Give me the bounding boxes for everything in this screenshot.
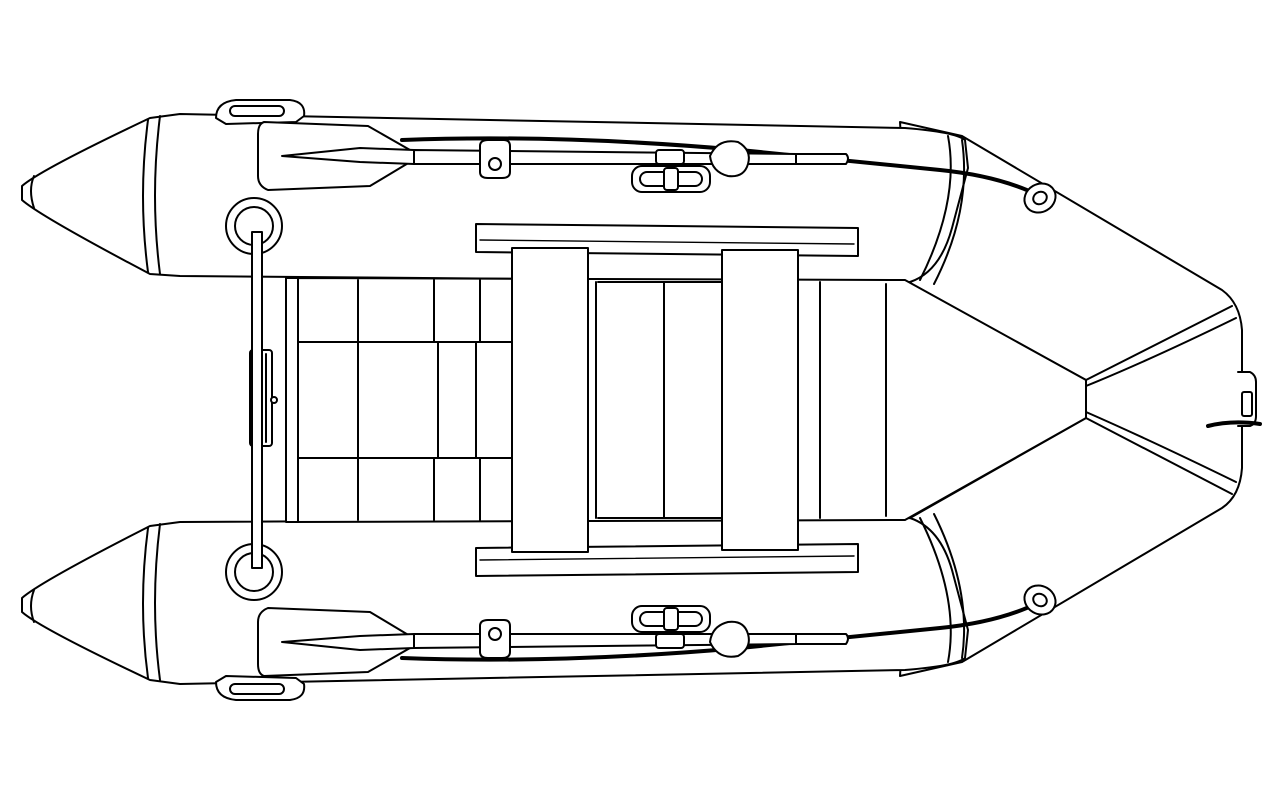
rear-handles — [215, 99, 306, 701]
seat-benches — [511, 247, 799, 553]
lower-oar — [257, 584, 1057, 677]
rear-seat — [511, 247, 589, 553]
seat-rails — [475, 223, 859, 577]
bow-tube — [899, 121, 1262, 677]
front-seat — [721, 249, 799, 551]
transom-mount — [225, 197, 283, 601]
upper-oar — [257, 121, 1057, 214]
floor — [285, 277, 1087, 523]
